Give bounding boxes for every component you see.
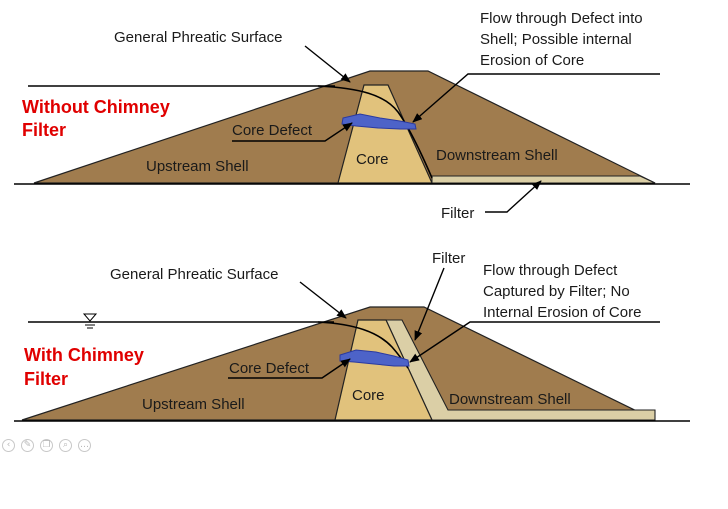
copy-icon[interactable]: ❐ (40, 439, 53, 452)
previous-icon[interactable]: ‹ (2, 439, 15, 452)
bottom-phreatic-label: General Phreatic Surface (110, 266, 278, 283)
top-blanket-filter (431, 175, 656, 184)
top-panel: Without Chimney Filter General Phreatic … (14, 10, 690, 222)
top-flow-leader (412, 73, 660, 123)
bottom-filter-leader (414, 267, 445, 341)
top-downstream-label: Downstream Shell (436, 147, 558, 164)
bottom-phreatic-leader (299, 281, 347, 319)
bottom-flow-line1: Flow through Defect (483, 262, 618, 279)
top-filter-label: Filter (441, 205, 474, 222)
edit-icon[interactable]: ✎ (21, 439, 34, 452)
bottom-upstream-label: Upstream Shell (142, 396, 245, 413)
top-core-defect-leader (232, 122, 353, 142)
zoom-icon[interactable]: ⌕ (59, 439, 72, 452)
bottom-core-defect-label: Core Defect (229, 360, 310, 377)
top-flow-line3: Erosion of Core (480, 52, 584, 69)
water-level-icon (82, 313, 98, 329)
bottom-title-line1: With Chimney (24, 345, 144, 365)
bottom-title-line2: Filter (24, 369, 68, 389)
top-core-label: Core (356, 151, 389, 168)
top-phreatic-curve (317, 85, 433, 179)
bottom-panel: With Chimney Filter General Phreatic Sur… (14, 250, 690, 422)
top-core-defect-label: Core Defect (232, 122, 313, 139)
top-upstream-label: Upstream Shell (146, 158, 249, 175)
bottom-core-label: Core (352, 387, 385, 404)
bottom-flow-leader (409, 321, 660, 363)
top-phreatic-leader (304, 45, 351, 83)
bottom-core-defect-leader (228, 358, 351, 379)
top-title-line1: Without Chimney (22, 97, 170, 117)
top-title-line2: Filter (22, 120, 66, 140)
top-flow-line2: Shell; Possible internal (480, 31, 632, 48)
bottom-flow-line2: Captured by Filter; No (483, 283, 630, 300)
more-icon[interactable]: … (78, 439, 91, 452)
bottom-filter-label: Filter (432, 250, 465, 267)
bottom-downstream-label: Downstream Shell (449, 391, 571, 408)
top-phreatic-label: General Phreatic Surface (114, 29, 282, 46)
top-flow-line1: Flow through Defect into (480, 10, 643, 27)
top-filter-leader (485, 180, 542, 213)
bottom-flow-line3: Internal Erosion of Core (483, 304, 641, 321)
